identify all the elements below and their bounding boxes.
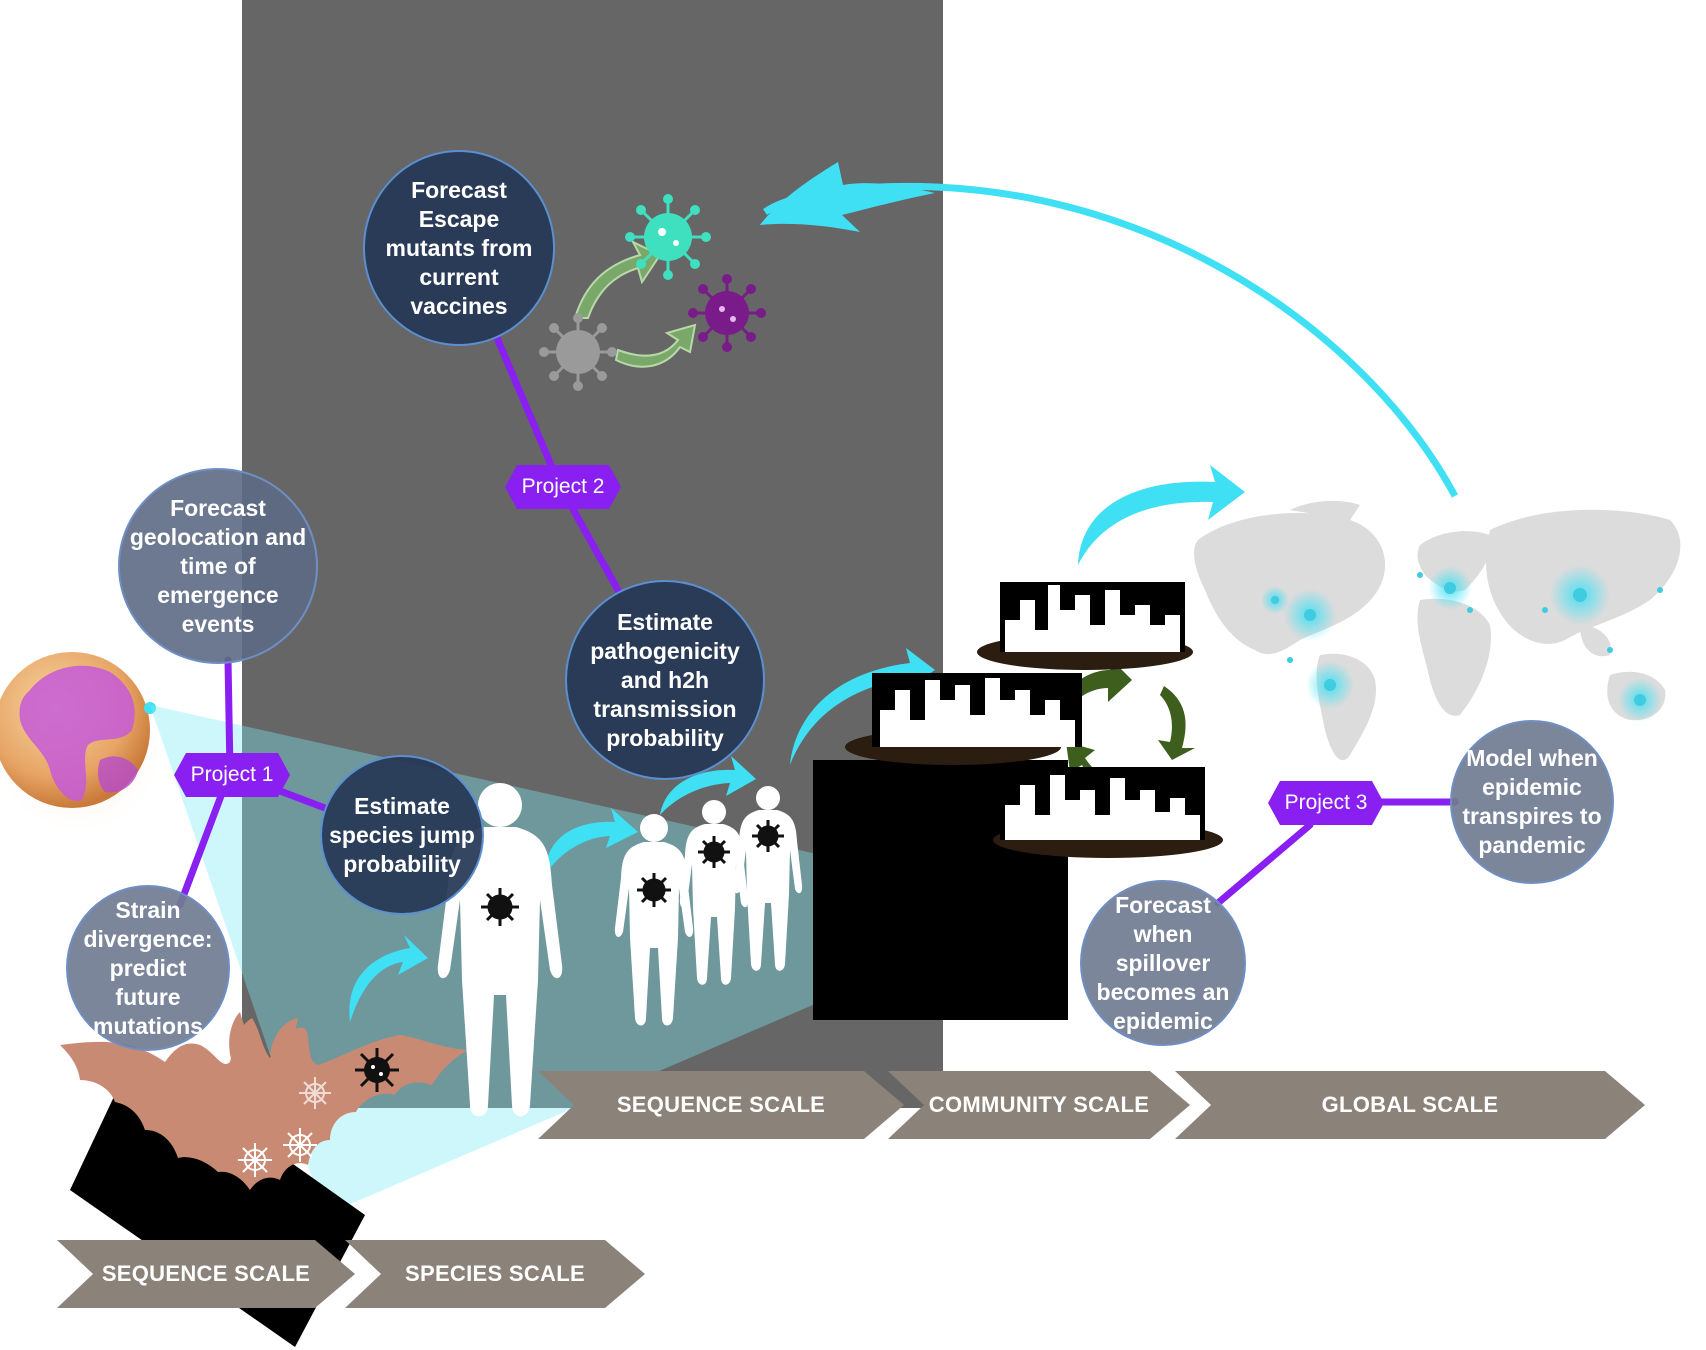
world-map — [1194, 500, 1681, 761]
bubble-text-species-jump: Estimate species jump probability — [329, 792, 475, 877]
bubble-text-pathogenicity: Estimate pathogenicity and h2h transmiss… — [590, 608, 740, 751]
earth-globe — [0, 652, 168, 838]
chevron-global-scale: GLOBAL SCALE — [1175, 1071, 1645, 1139]
outbreak-hotspots — [1261, 565, 1663, 722]
chevron-global-label: GLOBAL SCALE — [1321, 1092, 1499, 1117]
project-1-label: Project 1 — [190, 763, 274, 786]
chevron-bottom-sequence-label: SEQUENCE SCALE — [101, 1261, 311, 1286]
project-3-label: Project 3 — [1284, 791, 1368, 814]
chevron-species-label: SPECIES SCALE — [405, 1261, 585, 1286]
city-skyline-middle — [845, 673, 1082, 765]
bubble-text-spillover: Forecast when spillover becomes an epide… — [1096, 891, 1230, 1034]
virus-icon-bat-white-3 — [238, 1143, 272, 1177]
project-2-tag: Project 2 — [505, 465, 621, 509]
bubble-forecast-geolocation: Forecast geolocation and time of emergen… — [118, 468, 318, 664]
chevron-species-scale: SPECIES SCALE — [345, 1240, 645, 1308]
bubble-forecast-escape-mutants: Forecast Escape mutants from current vac… — [363, 150, 555, 346]
chevron-sequence-scale: SEQUENCE SCALE — [538, 1071, 904, 1139]
human-figures — [437, 783, 803, 1117]
bubble-text-strain: Strain divergence: predict future mutati… — [83, 896, 213, 1039]
bubble-text-pandemic: Model when epidemic transpires to pandem… — [1462, 745, 1602, 858]
bubble-forecast-spillover: Forecast when spillover becomes an epide… — [1080, 880, 1246, 1046]
virus-icon-teal — [625, 194, 711, 280]
virus-icon-purple — [688, 274, 766, 352]
feedback-arrow — [762, 182, 1459, 498]
bubble-model-pandemic: Model when epidemic transpires to pandem… — [1450, 720, 1614, 884]
city-skyline-bottom — [993, 767, 1223, 858]
virus-icon-bat-black — [355, 1048, 399, 1092]
bubble-text-geolocation: Forecast geolocation and time of emergen… — [129, 494, 307, 637]
bubble-text-escape: Forecast Escape mutants from current vac… — [385, 176, 533, 319]
bubble-estimate-pathogenicity: Estimate pathogenicity and h2h transmiss… — [565, 580, 765, 780]
chevron-community-scale: COMMUNITY SCALE — [888, 1071, 1190, 1139]
virus-icon-bat-white-1 — [299, 1077, 331, 1109]
city-skyline-top — [977, 582, 1193, 670]
virus-icon-human — [481, 820, 784, 926]
bubble-strain-divergence: Strain divergence: predict future mutati… — [66, 885, 230, 1051]
virus-icon-grey — [539, 313, 617, 391]
chevron-bottom-sequence-scale: SEQUENCE SCALE — [57, 1240, 355, 1308]
feedback-arrow-head — [760, 162, 935, 232]
chevron-community-label: COMMUNITY SCALE — [928, 1092, 1150, 1117]
project-1-tag: Project 1 — [174, 753, 290, 797]
virus-icon-bat-white-2 — [283, 1128, 317, 1162]
bubble-estimate-species-jump: Estimate species jump probability — [320, 755, 484, 915]
project-2-label: Project 2 — [521, 475, 605, 498]
project-3-tag: Project 3 — [1268, 781, 1384, 825]
chevron-sequence-label: SEQUENCE SCALE — [616, 1092, 826, 1117]
